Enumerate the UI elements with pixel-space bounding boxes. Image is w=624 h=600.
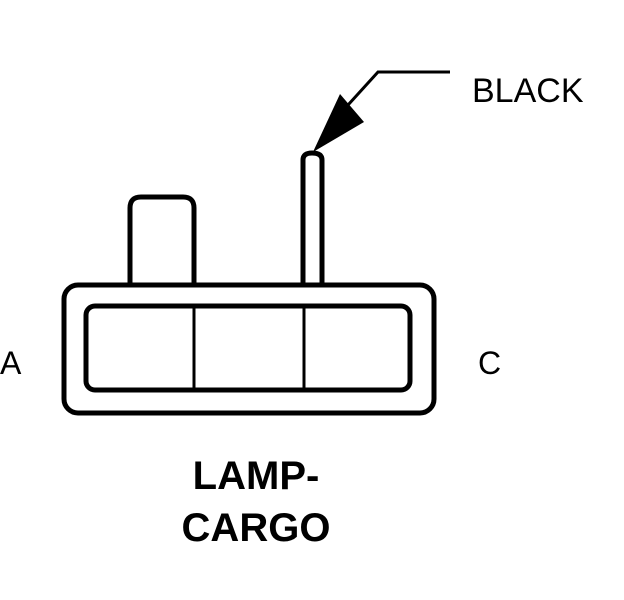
connector-title-line1: LAMP- (192, 454, 320, 498)
pin-label-a: A (0, 345, 22, 381)
pin-label-c: C (478, 345, 502, 381)
connector-housing (61, 282, 437, 416)
wire-color-label: BLACK (472, 72, 584, 110)
wire-terminal (300, 150, 325, 285)
leader-line (336, 70, 450, 118)
connector-cavity-frame (83, 303, 413, 393)
connector-title-line2: CARGO (181, 506, 331, 550)
leader-arrowhead (313, 94, 364, 152)
connector-latch-tab (127, 194, 197, 285)
